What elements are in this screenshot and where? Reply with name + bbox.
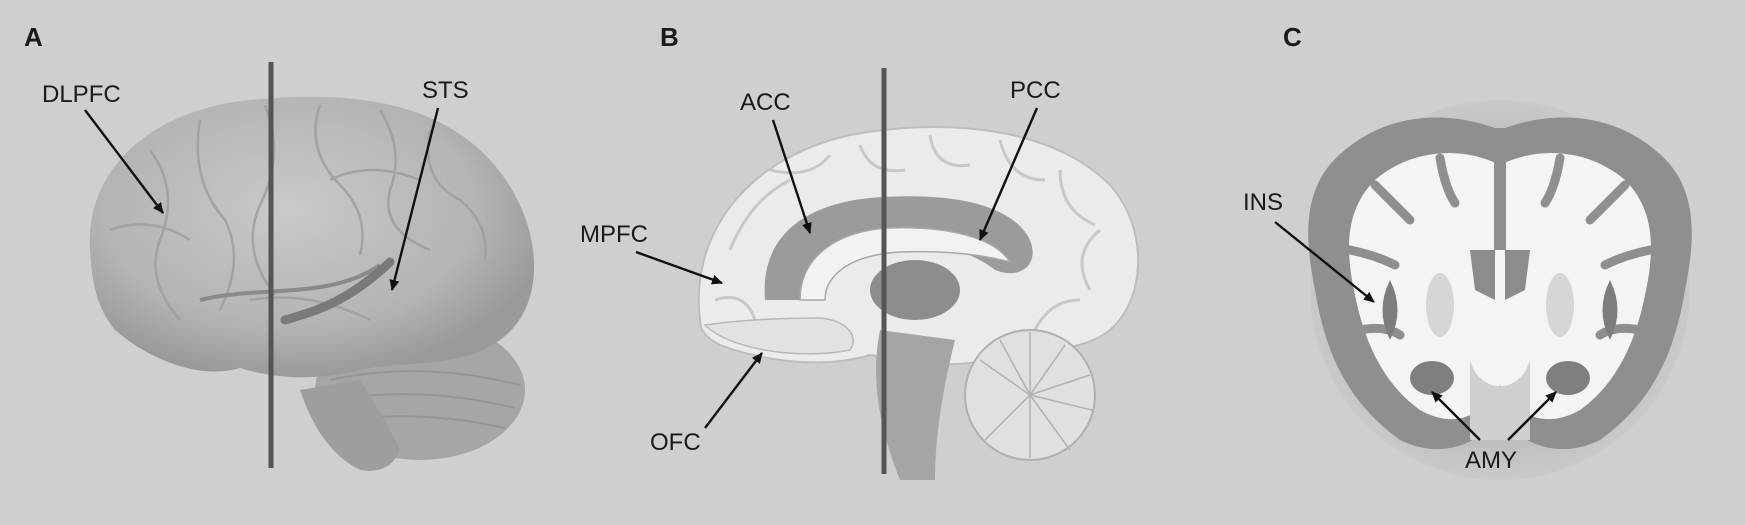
sts-region: [280, 257, 395, 325]
medial-brain-illustration: [697, 125, 1140, 480]
brainstem: [876, 330, 955, 480]
lateral-brain-illustration: [89, 96, 535, 471]
arrow-acc: [771, 119, 812, 234]
label-ins: INS: [1243, 189, 1283, 216]
panel-c: C: [1243, 22, 1692, 480]
panel-b-letter: B: [660, 22, 679, 52]
panel-b: B: [580, 22, 1140, 480]
panel-c-letter: C: [1283, 22, 1302, 52]
arrow-amy-left: [1431, 391, 1481, 441]
label-amy: AMY: [1465, 447, 1517, 474]
panel-a: A: [24, 22, 535, 471]
label-ofc: OFC: [650, 429, 701, 456]
insula-left: [1382, 280, 1398, 340]
label-dlpfc: DLPFC: [42, 81, 121, 108]
arrow-dlpfc: [84, 109, 164, 214]
label-sts: STS: [422, 77, 469, 104]
amygdala-right: [1546, 361, 1590, 395]
label-mpfc: MPFC: [580, 221, 648, 248]
label-acc: ACC: [740, 89, 791, 116]
cingulate-region: [764, 196, 1033, 300]
arrow-ins: [1274, 221, 1375, 303]
arrow-sts: [389, 107, 440, 291]
coronal-white-matter: [1349, 153, 1651, 420]
arrow-mpfc: [635, 250, 723, 285]
insula-right: [1602, 280, 1618, 340]
arrow-ofc: [704, 352, 763, 429]
arrow-amy-right: [1507, 391, 1557, 441]
cerebrum-shape: [89, 96, 535, 378]
corpus-callosum: [799, 227, 1012, 301]
label-pcc: PCC: [1010, 77, 1061, 104]
amygdala-left: [1410, 361, 1454, 395]
coronal-section-illustration: [1308, 100, 1692, 480]
panel-a-letter: A: [24, 22, 43, 52]
arrow-pcc: [978, 107, 1039, 241]
